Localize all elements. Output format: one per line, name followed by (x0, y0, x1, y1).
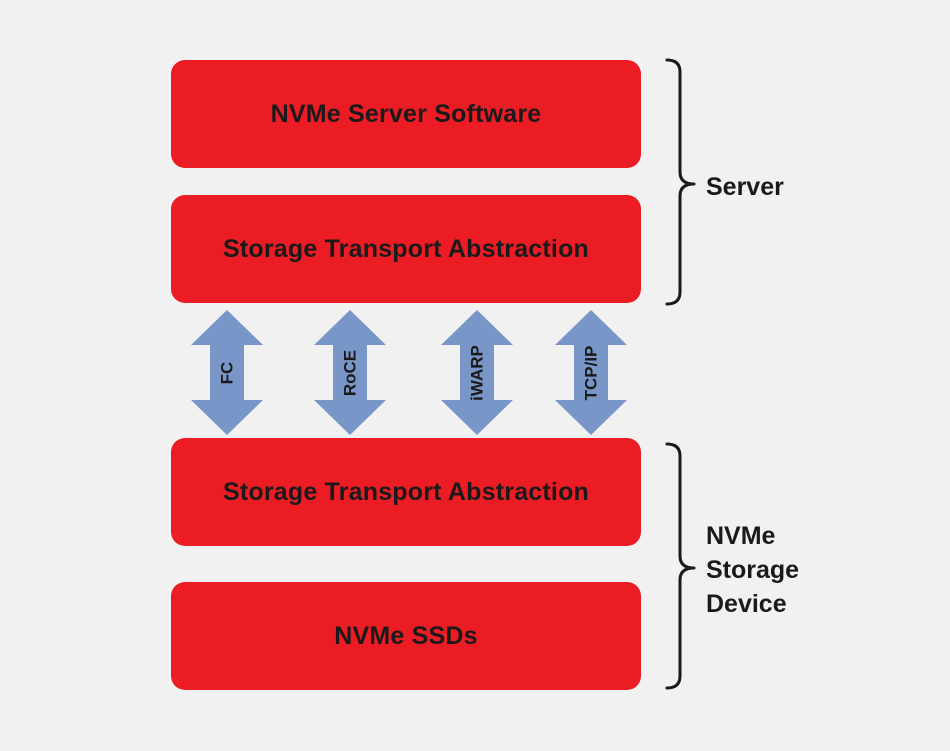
transport-label-tcpip: TCP/IP (582, 346, 601, 401)
layer-device-storage-transport-abstraction: Storage Transport Abstraction (171, 438, 641, 546)
transport-arrow-roce: RoCE (314, 310, 386, 435)
transport-label-roce: RoCE (341, 350, 360, 396)
double-arrow-icon (555, 310, 627, 435)
double-arrow-icon (441, 310, 513, 435)
group-label-line: NVMe (706, 522, 776, 550)
transport-arrow-iwarp: iWARP (441, 310, 513, 435)
layer-label: Storage Transport Abstraction (222, 477, 590, 506)
layer-label: NVMe Server Software (270, 99, 542, 128)
double-arrow-icon (314, 310, 386, 435)
transport-label-iwarp: iWARP (468, 345, 487, 401)
layer-nvme-server-software: NVMe Server Software (171, 60, 641, 168)
group-label-line: Device (706, 590, 787, 618)
group-label-line: Storage (706, 556, 800, 584)
transport-arrow-fc: FC (191, 310, 263, 435)
layer-label: Storage Transport Abstraction (222, 234, 590, 263)
transport-arrow-tcpip: TCP/IP (555, 310, 627, 435)
device-bracket (665, 442, 696, 690)
group-label-server: Server (706, 173, 784, 201)
transport-label-fc: FC (218, 362, 237, 385)
layer-label: NVMe SSDs (334, 621, 478, 650)
server-bracket (665, 58, 696, 306)
layer-nvme-ssds: NVMe SSDs (171, 582, 641, 690)
double-arrow-icon (191, 310, 263, 435)
group-label-nvme-storage-device: NVMe Storage Device (706, 519, 799, 621)
layer-server-storage-transport-abstraction: Storage Transport Abstraction (171, 195, 641, 303)
